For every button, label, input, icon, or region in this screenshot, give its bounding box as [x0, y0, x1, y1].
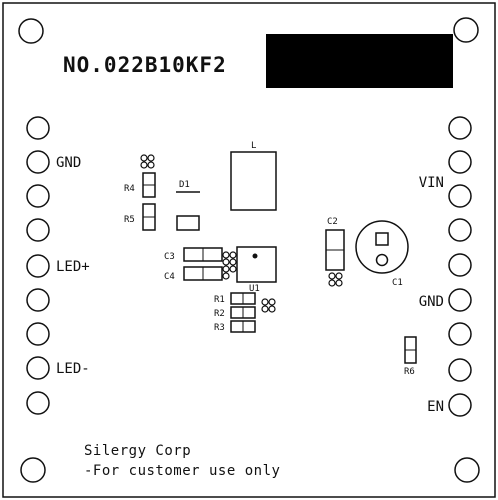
pin-left-4: [26, 218, 50, 242]
pin-label-right-en: EN: [427, 399, 444, 415]
capacitor-c4-label: C4: [164, 272, 175, 282]
pin-right-2: [448, 150, 472, 174]
left-header: GND LED+ LED-: [26, 116, 90, 415]
pin-right-7: [448, 322, 472, 346]
capacitor-c2: C2: [325, 217, 345, 287]
capacitor-c1-pad-round: [375, 253, 389, 267]
pin-right-5: [448, 253, 472, 277]
pin-right-9: [448, 393, 472, 417]
capacitor-c1-label: C1: [392, 278, 403, 288]
diode-outline: [176, 215, 200, 231]
pin-label-right-gnd: GND: [419, 294, 444, 310]
pin-right-8: [448, 358, 472, 382]
resistor-r5-label: R5: [124, 215, 135, 225]
capacitor-c1-pad-square: [375, 232, 389, 246]
via-cluster-r1: [261, 298, 276, 313]
capacitor-c3: C3: [164, 247, 223, 262]
resistor-r6: R6: [404, 336, 417, 377]
pin-left-6: [26, 288, 50, 312]
capacitor-c3-label: C3: [164, 252, 175, 262]
pin-left-5: [26, 254, 50, 278]
label-block: [266, 34, 453, 88]
pin-left-8: [26, 356, 50, 380]
via-cluster-r4: [140, 154, 155, 169]
resistor-r6-label: R6: [404, 367, 415, 377]
resistor-r1: R1: [214, 292, 256, 305]
diode-label: D1: [179, 180, 190, 190]
pin-right-1: [448, 116, 472, 140]
mounting-hole-top-left: [18, 18, 44, 44]
resistor-r2: R2: [214, 306, 256, 319]
inductor-outline: [230, 151, 277, 211]
via-cluster-u1: [222, 251, 237, 280]
pin-label-right-vin: VIN: [419, 175, 444, 191]
ic-u1: U1: [236, 246, 277, 294]
resistor-r2-label: R2: [214, 309, 225, 319]
capacitor-c4: C4: [164, 266, 223, 282]
mounting-hole-bottom-right: [454, 457, 480, 483]
capacitor-c2-label: C2: [327, 217, 338, 227]
pin-left-9: [26, 391, 50, 415]
resistor-r3-label: R3: [214, 323, 225, 333]
pin-right-3: [448, 184, 472, 208]
capacitor-c1: C1: [355, 220, 409, 288]
diode-d1: D1: [176, 180, 200, 231]
ic-u1-outline: [236, 246, 277, 283]
pin-left-7: [26, 322, 50, 346]
pin-left-2: [26, 150, 50, 174]
company-name: Silergy Corp: [84, 443, 191, 459]
pin-left-3: [26, 184, 50, 208]
customer-note: -For customer use only: [84, 463, 280, 479]
resistor-r4-label: R4: [124, 184, 135, 194]
inductor-label: L: [251, 141, 256, 151]
capacitor-c1-outline: [355, 220, 409, 274]
pin-label-left-led-minus: LED-: [56, 361, 90, 377]
pin-left-1: [26, 116, 50, 140]
mounting-hole-bottom-left: [20, 457, 46, 483]
right-header: VIN GND EN: [419, 116, 472, 417]
part-number: NO.022B10KF2: [63, 53, 227, 77]
pin-right-4: [448, 218, 472, 242]
ic-u1-pin1-dot: [252, 253, 258, 259]
resistor-r5: R5: [124, 203, 156, 231]
inductor-l: L: [230, 141, 277, 211]
pin-label-left-led-plus: LED+: [56, 259, 90, 275]
resistor-r1-label: R1: [214, 295, 225, 305]
pin-right-6: [448, 288, 472, 312]
pin-label-left-gnd: GND: [56, 155, 81, 171]
mounting-hole-top-right: [453, 17, 479, 43]
ic-u1-label: U1: [249, 284, 260, 294]
resistor-r4: R4: [124, 172, 156, 198]
resistor-r3: R3: [214, 320, 256, 333]
